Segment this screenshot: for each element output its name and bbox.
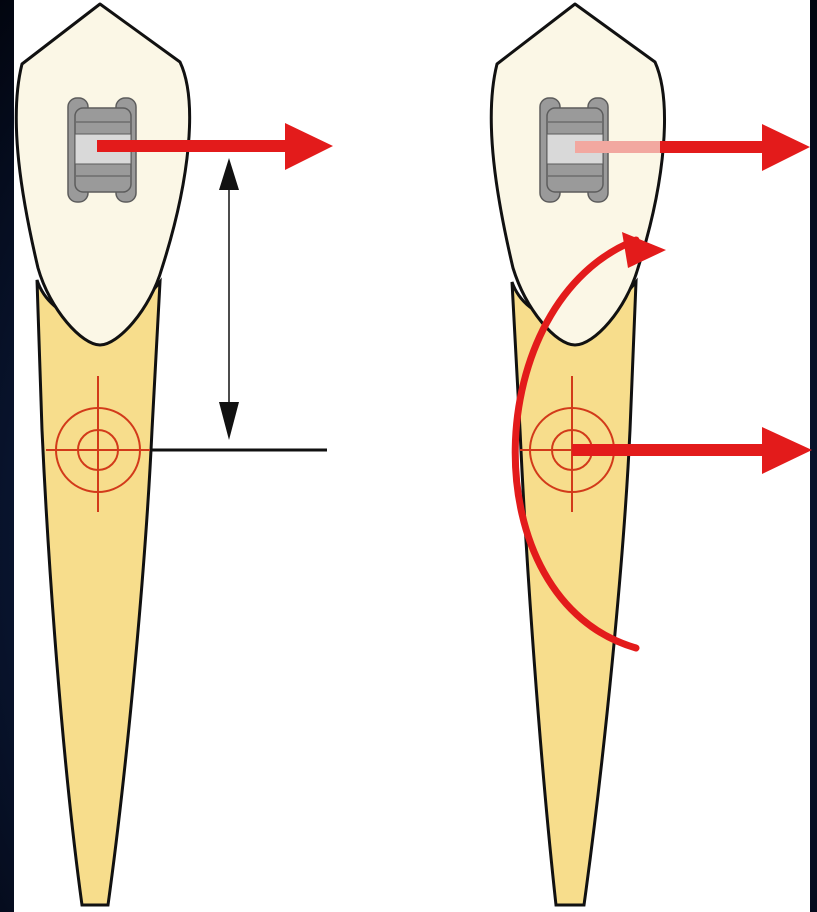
left-tooth-root [37,280,160,905]
right-tooth [491,4,812,905]
double-arrow-bottom-head [219,402,239,440]
left-tooth [16,4,333,905]
right-tooth-root [512,282,636,905]
double-arrow-top-head [219,158,239,190]
